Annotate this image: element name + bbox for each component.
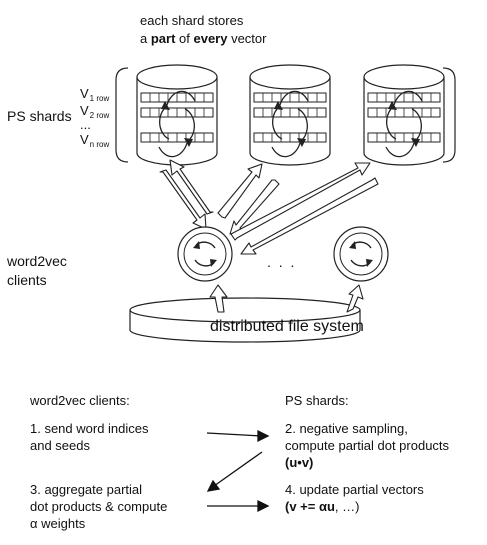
clients-header: word2vec clients: [30,393,130,408]
shard-3 [363,64,445,166]
client-2 [333,226,389,282]
vector-row-2: V2 row [80,103,110,120]
caption: each shard stores a part of every vector [140,12,266,48]
ps-shards-label: PS shards [7,108,72,124]
step-3: 3. aggregate partial dot products & comp… [30,482,168,531]
clients-label: word2vec clients [7,253,67,288]
step-2: 2. negative sampling, compute partial do… [285,421,450,470]
vector-row-n: Vn row [80,132,110,149]
caption-line-2: a part of every vector [140,31,267,46]
caption-every: every [193,31,228,46]
shard-1 [136,64,218,166]
clients-ellipsis: . . . [267,254,297,270]
shards-header: PS shards: [285,393,349,408]
step-4: 4. update partial vectors (v += αu, …) [285,482,424,514]
shard-client-arrows [159,159,379,255]
client-1 [177,226,233,282]
vector-row-1: V1 row [80,86,110,103]
dfs-platter [129,297,361,343]
shards-bracket-left [115,67,129,163]
dfs-client-arrows [209,284,364,313]
step-arrows [206,429,270,513]
shards-bracket-right [442,67,456,163]
step-1: 1. send word indices and seeds [30,421,149,453]
caption-line-1: each shard stores [140,13,244,28]
vector-row-ellipsis: ... [80,117,91,132]
shard-2 [249,64,331,166]
dfs-label: distributed file system [210,318,364,335]
caption-part: part [150,31,176,46]
